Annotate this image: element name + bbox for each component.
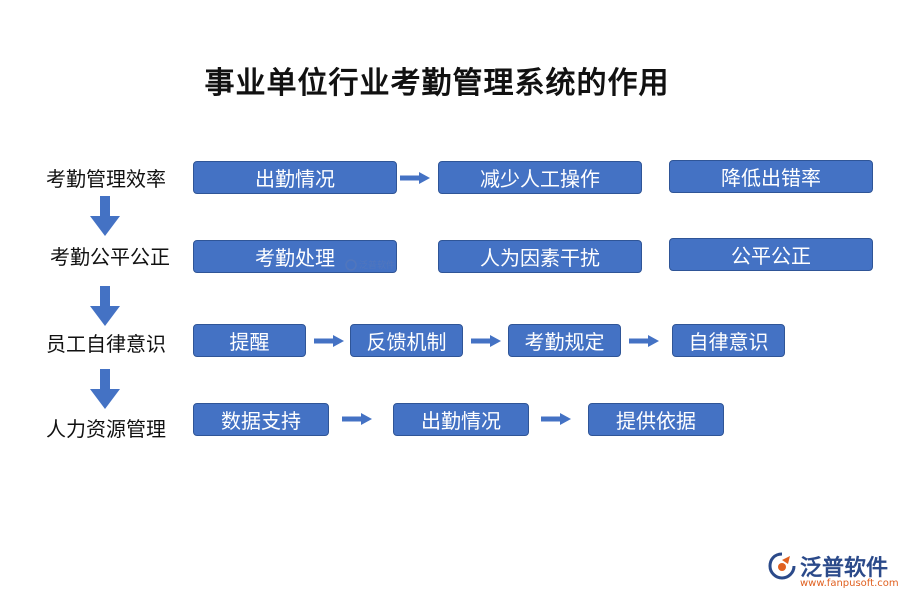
- arrow-right-icon: [471, 335, 501, 347]
- row-label-hr-management: 人力资源管理: [46, 417, 166, 441]
- box-attendance-status-2: 出勤情况: [393, 403, 529, 436]
- box-attendance-rules: 考勤规定: [508, 324, 621, 357]
- box-reduce-manual-operation: 减少人工操作: [438, 161, 642, 194]
- logo-url: www.fanpusoft.com: [800, 578, 899, 589]
- box-feedback-mechanism: 反馈机制: [350, 324, 463, 357]
- arrow-right-icon: [342, 413, 372, 425]
- fanpu-logo: 泛普软件 www.fanpusoft.com: [768, 548, 899, 594]
- box-self-discipline: 自律意识: [672, 324, 785, 357]
- page-title: 事业单位行业考勤管理系统的作用: [204, 66, 670, 101]
- arrow-down-icon: [90, 286, 120, 326]
- arrow-right-icon: [400, 172, 430, 184]
- box-data-support: 数据支持: [193, 403, 329, 436]
- box-reminder: 提醒: [193, 324, 306, 357]
- fanpu-logo-icon: [768, 552, 796, 580]
- arrow-down-icon: [90, 369, 120, 409]
- row-label-attendance-efficiency: 考勤管理效率: [46, 167, 166, 191]
- watermark-logo-icon: [345, 259, 357, 271]
- logo-name: 泛普软件: [800, 556, 889, 581]
- arrow-down-icon: [90, 196, 120, 236]
- box-human-factor-interference: 人为因素干扰: [438, 240, 642, 273]
- box-reduce-error-rate: 降低出错率: [669, 160, 873, 193]
- watermark-text: 泛普软件: [359, 261, 396, 271]
- arrow-right-icon: [541, 413, 571, 425]
- box-fairness: 公平公正: [669, 238, 873, 271]
- box-attendance-status: 出勤情况: [193, 161, 397, 194]
- row-label-self-discipline: 员工自律意识: [46, 332, 166, 356]
- row-label-fairness: 考勤公平公正: [50, 245, 170, 269]
- box-provide-basis: 提供依据: [588, 403, 724, 436]
- watermark: 泛普软件: [345, 258, 397, 272]
- arrow-right-icon: [629, 335, 659, 347]
- arrow-right-icon: [314, 335, 344, 347]
- box-attendance-processing: 考勤处理: [193, 240, 397, 273]
